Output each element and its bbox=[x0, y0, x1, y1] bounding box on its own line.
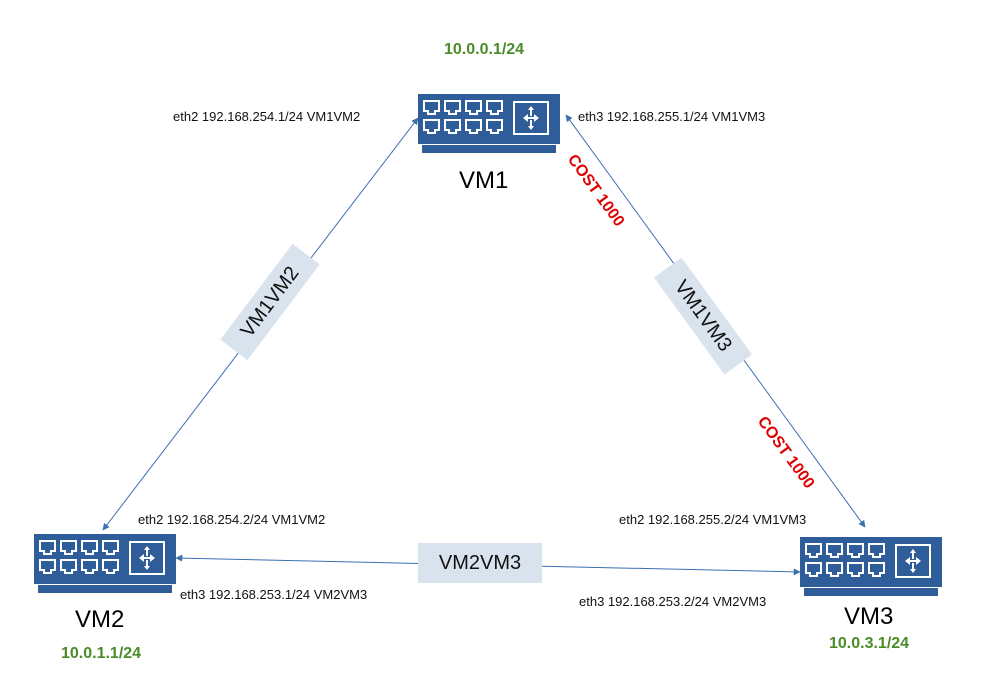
vm2-router-icon bbox=[34, 534, 176, 594]
vm3-router-icon bbox=[800, 537, 942, 597]
vm2-subnet: 10.0.1.1/24 bbox=[61, 645, 142, 662]
vm1-subnet: 10.0.0.1/24 bbox=[444, 41, 525, 58]
vm1-eth2-label: eth2 192.168.254.1/24 VM1VM2 bbox=[173, 109, 361, 124]
link-label-vm2vm3: VM2VM3 bbox=[418, 543, 542, 583]
vm2-name: VM2 bbox=[75, 606, 125, 633]
vm3-name: VM3 bbox=[844, 603, 894, 630]
vm1-name: VM1 bbox=[459, 167, 509, 194]
vm3-eth2-label: eth2 192.168.255.2/24 VM1VM3 bbox=[619, 512, 807, 527]
vm1-router-icon bbox=[418, 94, 560, 154]
vm1-eth3-label: eth3 192.168.255.1/24 VM1VM3 bbox=[578, 109, 766, 124]
vm3-subnet: 10.0.3.1/24 bbox=[829, 635, 910, 652]
vm3-eth3-label: eth3 192.168.253.2/24 VM2VM3 bbox=[579, 594, 767, 609]
vm2-eth3-label: eth3 192.168.253.1/24 VM2VM3 bbox=[180, 587, 368, 602]
vm2-eth2-label: eth2 192.168.254.2/24 VM1VM2 bbox=[138, 512, 326, 527]
